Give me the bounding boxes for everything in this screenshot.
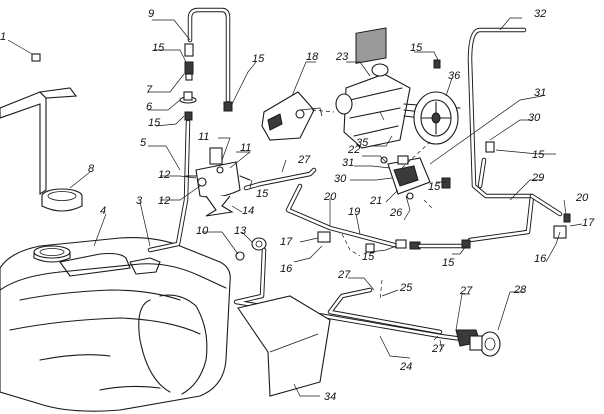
callout-18: 18 [306,51,319,63]
callout-11: 11 [198,131,209,143]
callout-36: 36 [448,70,461,82]
callout-30: 30 [528,112,541,124]
fuel-valve-assembly [185,147,251,217]
callout-35: 35 [356,137,369,149]
callout-25: 25 [399,282,413,294]
return-line-29 [477,157,563,217]
callout-12: 12 [158,169,170,181]
callout-34: 34 [324,391,336,403]
primer-bulb [455,329,501,357]
callout-30: 30 [334,173,347,185]
clamps [317,59,571,253]
callout-6: 6 [146,101,153,113]
callout-15: 15 [428,181,441,193]
line-19 [285,183,401,249]
vent-fittings [179,43,233,121]
callout-4: 4 [100,205,106,217]
dashed-references [311,109,435,301]
callout-20: 20 [575,192,589,204]
callout-15: 15 [152,42,165,54]
leader-lines [7,17,583,397]
callout-27: 27 [337,269,351,281]
callout-17: 17 [582,217,595,229]
fuel-pump [380,155,431,200]
callout-22: 22 [347,144,360,156]
return-line-32 [467,27,535,243]
callout-1: 1 [0,31,6,43]
callout-9: 9 [148,8,154,20]
callout-27: 27 [431,343,445,355]
callout-20: 20 [323,191,337,203]
callout-11: 11 [240,142,251,154]
fuel-cap [41,188,83,212]
callout-13: 13 [234,225,247,237]
tank-strap [0,53,78,196]
callout-24: 24 [399,361,412,373]
carburetor [335,27,411,149]
upper-vent-line [187,7,231,103]
air-intake [413,91,459,145]
callout-31: 31 [342,157,354,169]
callout-29: 29 [531,172,544,184]
callout-23: 23 [335,51,349,63]
carb-bracket [261,91,323,141]
callout-27: 27 [297,154,311,166]
callout-16: 16 [534,253,547,265]
callout-15: 15 [252,53,265,65]
valve-to-pump-line [243,167,317,191]
callout-15: 15 [148,117,161,129]
heat-shield [237,295,331,397]
fuel-tank [0,237,231,412]
callout-15: 15 [442,257,455,269]
callout-32: 32 [534,8,546,20]
filler-neck [33,245,71,263]
callout-15: 15 [532,149,545,161]
callout-labels: 1 9 15 7 6 15 5 12 12 11 11 14 15 15 8 4… [0,8,595,403]
callout-27: 27 [459,285,473,297]
line-25 [327,287,443,335]
callout-5: 5 [140,137,147,149]
callout-28: 28 [513,284,527,296]
callout-14: 14 [242,205,254,217]
callout-15: 15 [256,188,269,200]
callout-3: 3 [136,195,143,207]
callout-19: 19 [348,206,360,218]
callout-10: 10 [196,225,209,237]
callout-15: 15 [410,42,423,54]
callout-21: 21 [369,195,382,207]
callout-12: 12 [158,195,170,207]
callout-8: 8 [88,163,95,175]
tee-fitting [395,239,469,250]
callout-26: 26 [389,207,403,219]
callout-7: 7 [146,84,153,96]
callout-31: 31 [534,87,546,99]
vent-tube [147,119,191,253]
callout-15: 15 [362,251,375,263]
callout-17: 17 [280,236,293,248]
callout-16: 16 [280,263,293,275]
